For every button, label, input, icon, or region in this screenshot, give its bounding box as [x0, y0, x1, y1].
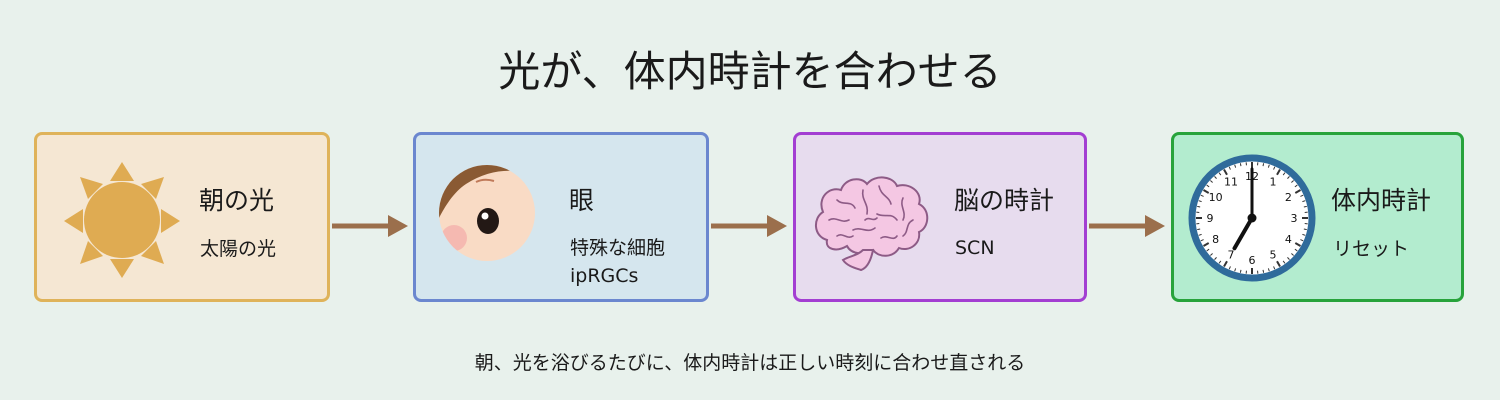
clock-tick — [1282, 172, 1286, 176]
clock-tick — [1287, 176, 1290, 179]
step-label: 眼 — [569, 186, 595, 215]
clock-tick — [1210, 253, 1213, 256]
clock-numeral: 2 — [1285, 191, 1292, 204]
clock-tick — [1294, 184, 1298, 188]
clock-numeral: 7 — [1228, 248, 1235, 261]
clock-tick — [1203, 242, 1210, 247]
clock-tick — [1276, 260, 1281, 267]
clock-tick — [1302, 233, 1306, 236]
clock-tick — [1262, 163, 1265, 167]
clock-tick — [1234, 164, 1237, 168]
clock-tick — [1214, 257, 1217, 260]
clock-tick — [1198, 200, 1202, 203]
clock-tick — [1287, 257, 1290, 260]
sun-icon — [64, 162, 180, 278]
clock-icon: 121234567891011 — [1188, 154, 1316, 282]
clock-tick — [1267, 164, 1270, 168]
clock-numeral: 8 — [1212, 233, 1219, 246]
clock-tick — [1291, 180, 1294, 183]
clock-tick — [1234, 268, 1237, 272]
clock-tick — [1223, 260, 1228, 267]
clock-numeral: 3 — [1291, 212, 1298, 225]
clock-tick — [1300, 194, 1304, 197]
clock-tick — [1218, 260, 1222, 264]
clock-tick — [1228, 166, 1231, 170]
clock-tick — [1223, 169, 1228, 176]
clock-tick — [1302, 200, 1306, 203]
step-eye: 眼 特殊な細胞 ipRGCs — [413, 132, 709, 302]
clock-tick — [1303, 228, 1307, 231]
step-sublabel: SCN — [955, 237, 995, 259]
clock-tick — [1262, 269, 1265, 273]
clock-numeral: 4 — [1285, 233, 1292, 246]
clock-tick — [1203, 189, 1210, 194]
clock-tick — [1200, 194, 1204, 197]
clock-tick — [1206, 184, 1210, 188]
clock-tick — [1206, 248, 1210, 252]
step-brain-clock: 脳の時計 SCN — [793, 132, 1087, 302]
clock-numeral: 6 — [1249, 254, 1256, 267]
clock-tick — [1273, 266, 1276, 270]
step-sublabel: 特殊な細胞 — [570, 237, 666, 259]
step-sublabel: リセット — [1333, 238, 1410, 260]
clock-tick — [1198, 233, 1202, 236]
clock-numeral: 11 — [1224, 176, 1238, 189]
clock-tick — [1282, 260, 1286, 264]
caption: 朝、光を浴びるたびに、体内時計は正しい時刻に合わせ直される — [474, 352, 1026, 374]
clock-tick — [1218, 172, 1222, 176]
clock-tick — [1214, 176, 1217, 179]
clock-tick — [1273, 166, 1276, 170]
clock-tick — [1210, 180, 1213, 183]
clock-numeral: 9 — [1207, 212, 1214, 225]
clock-tick — [1267, 268, 1270, 272]
clock-numeral: 5 — [1270, 248, 1277, 261]
clock-tick — [1291, 253, 1294, 256]
clock-numeral: 1 — [1270, 176, 1277, 189]
brain-icon — [815, 176, 929, 272]
clock-tick — [1197, 228, 1201, 231]
step-sublabel-2: ipRGCs — [570, 265, 639, 287]
clock-tick — [1197, 205, 1201, 208]
step-label: 朝の光 — [199, 186, 275, 215]
page-title: 光が、体内時計を合わせる — [498, 47, 1002, 96]
clock-tick — [1303, 205, 1307, 208]
step-body-clock: 121234567891011 体内時計 リセット — [1171, 132, 1464, 302]
arrow-icon — [332, 215, 408, 237]
arrow-icon — [1089, 215, 1165, 237]
arrow-icon — [711, 215, 787, 237]
clock-tick — [1239, 269, 1242, 273]
clock-tick — [1239, 163, 1242, 167]
clock-tick — [1294, 242, 1301, 247]
eye-face-icon — [439, 165, 535, 261]
clock-tick — [1228, 266, 1231, 270]
step-label: 脳の時計 — [954, 186, 1055, 215]
clock-tick — [1200, 239, 1204, 242]
step-morning-light: 朝の光 太陽の光 — [34, 132, 330, 302]
clock-tick — [1300, 239, 1304, 242]
clock-numeral: 10 — [1209, 191, 1223, 204]
clock-tick — [1294, 189, 1301, 194]
step-label: 体内時計 — [1331, 186, 1432, 215]
clock-tick — [1294, 248, 1298, 252]
clock-tick — [1276, 169, 1281, 176]
step-sublabel: 太陽の光 — [200, 238, 277, 260]
